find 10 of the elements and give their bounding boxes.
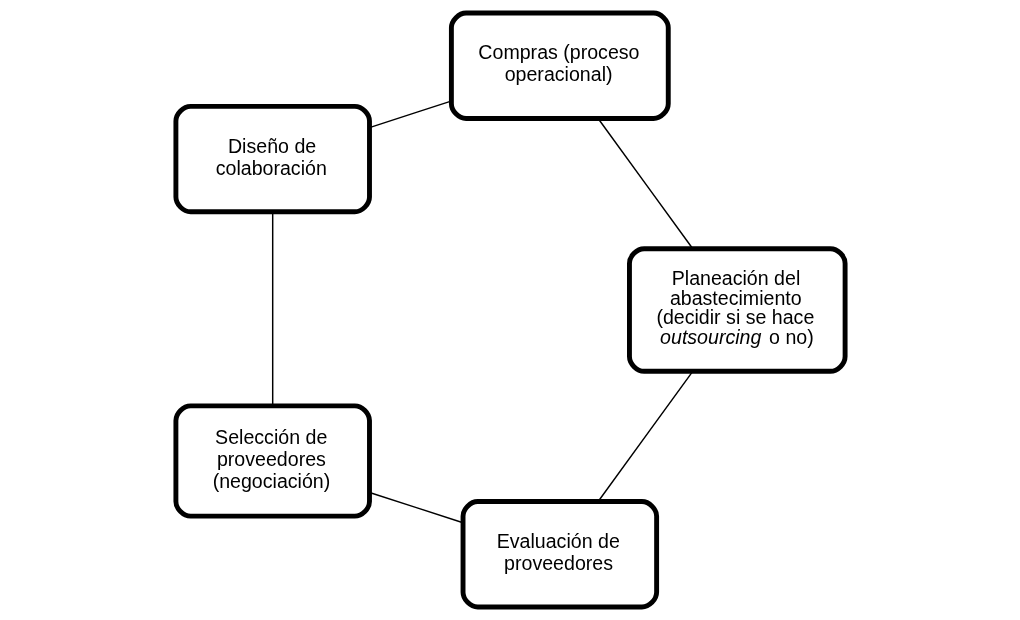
node-box: Planeación del abastecimiento (decidir si se hace outsourcing o no) <box>626 246 848 374</box>
node-box: Diseño de colaboración <box>172 103 372 215</box>
connector <box>597 118 693 250</box>
connector <box>271 211 273 407</box>
connector <box>597 370 693 502</box>
connector <box>368 491 464 524</box>
connector <box>368 100 452 129</box>
node-box: Compras (proceso operacional) <box>448 10 671 121</box>
node-box: Evaluación de proveedores <box>460 499 659 610</box>
node-box: Selección de proveedores (negociación) <box>172 403 372 519</box>
